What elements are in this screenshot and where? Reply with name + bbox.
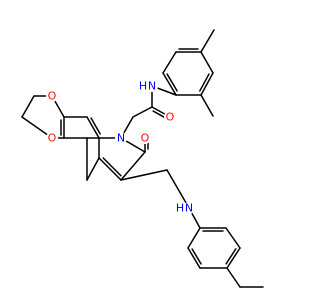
bond-ar3-ar4-second: [225, 248, 237, 265]
atom-background-dioxane_o_bottom: [46, 132, 58, 144]
atom-label-ring_co_o: O: [141, 132, 150, 145]
bond-c5c-c4b: [86, 157, 100, 181]
bond-c8b-cs: [120, 169, 168, 181]
bond-c8a-c8: [86, 116, 100, 139]
bond-c6-c1: [200, 72, 214, 96]
atom-background-ring_n: [115, 132, 127, 144]
atom-background-dioxane_o_top: [46, 90, 58, 102]
bond-ar5-ar6: [187, 247, 201, 269]
bond-c3-c4: [162, 51, 177, 74]
bond-c2-c3: [162, 72, 177, 96]
atom-background-amine_nh_h: [175, 202, 185, 214]
atom-label-ring_n: N: [117, 132, 125, 145]
atom-label-amide_nh: N: [148, 80, 156, 93]
bond-c1-me2: [200, 94, 214, 117]
atom-background-ring_co_o: [139, 132, 151, 144]
atom-background-amide_nh_h: [138, 80, 148, 92]
bond-ar2-ar3: [225, 227, 241, 249]
atom-label-amine_nh: N: [185, 202, 193, 215]
bond-ar5-ar6-second: [191, 248, 202, 265]
bond-cAm-ch2: [132, 106, 153, 118]
atom-label-amide_nh_h: H: [139, 80, 147, 93]
bond-layer: [21, 29, 264, 288]
bond-c6-c1-second: [199, 73, 210, 92]
bond-oc1-oc2: [21, 95, 35, 118]
bond-c8b-c4b: [98, 157, 122, 181]
atom-background-amine_nh: [183, 202, 195, 214]
atom-label-amine_nh_h: H: [176, 202, 184, 215]
atom-label-dioxane_o_top: O: [48, 90, 57, 103]
bond-cAm-oAm-second: [152, 110, 167, 119]
atom-label-amide_o: O: [166, 111, 175, 124]
bond-c2-c3-second: [166, 73, 178, 92]
bond-ar6-ar1: [187, 227, 201, 249]
bond-ar3-ar4: [226, 247, 241, 269]
bond-oc2-o2: [21, 116, 53, 139]
bond-c7b-c8b: [120, 151, 146, 181]
bond-c8b-c4b-second: [102, 157, 122, 177]
atom-background-amide_nh: [146, 80, 158, 92]
bond-ar4-et1: [226, 267, 241, 288]
atom-background-amide_o: [164, 111, 176, 123]
bond-c5-c6: [200, 51, 214, 74]
bond-me5-c5: [200, 29, 215, 53]
atom-label-dioxane_o_bottom: O: [48, 132, 57, 145]
bond-cs-nH: [166, 169, 190, 209]
bond-c8a-c8-second: [90, 117, 101, 135]
